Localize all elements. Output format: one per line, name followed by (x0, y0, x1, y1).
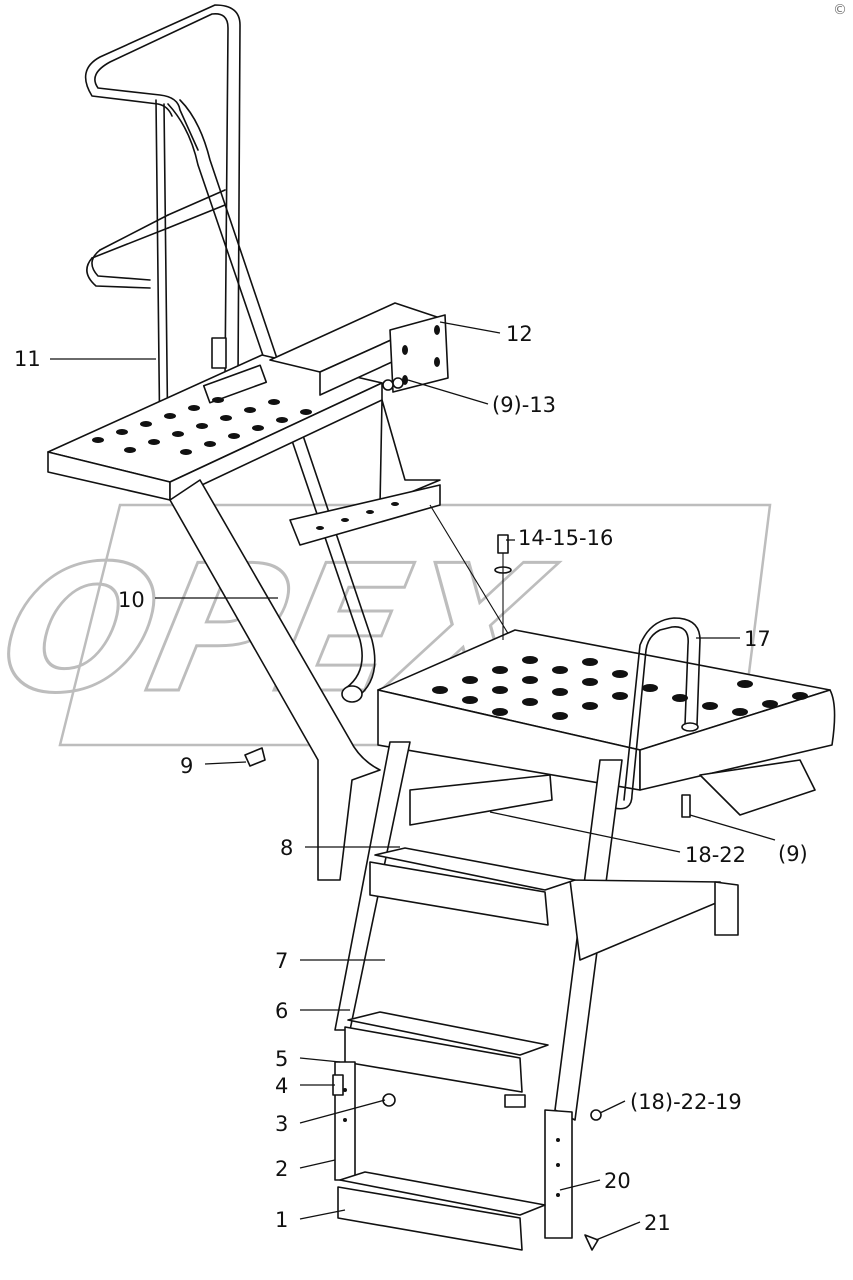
callout-labels: 11 12 (9)-13 14-15-16 10 17 9 8 18-22 (9… (14, 322, 808, 1235)
lower-platform (377, 534, 836, 816)
ladder-assembly (244, 741, 739, 1251)
callout-2: 2 (275, 1157, 288, 1181)
callout-18-22: 18-22 (685, 843, 746, 867)
platform-holes-upper (92, 397, 312, 455)
callout-20: 20 (604, 1169, 631, 1193)
callout-6: 6 (275, 999, 288, 1023)
callout-18-22-19: (18)-22-19 (630, 1090, 742, 1114)
callout-9-13: (9)-13 (492, 393, 556, 417)
callout-11: 11 (14, 347, 41, 371)
callout-10: 10 (118, 588, 145, 612)
callout-5: 5 (275, 1047, 288, 1071)
callout-4: 4 (275, 1074, 288, 1098)
callout-7: 7 (275, 949, 288, 973)
callout-leaders (50, 321, 776, 1241)
callout-9-left: 9 (180, 754, 193, 778)
callout-12: 12 (506, 322, 533, 346)
bracket-12 (269, 302, 449, 396)
stringer-10 (169, 399, 513, 881)
upper-platform (47, 354, 383, 501)
corner-mark: © (833, 2, 847, 18)
callout-9-right: (9) (778, 842, 808, 866)
callout-21: 21 (644, 1211, 671, 1235)
handrail-11 (84, 4, 376, 703)
callout-14-15-16: 14-15-16 (518, 526, 613, 550)
callout-17: 17 (744, 627, 771, 651)
callout-1: 1 (275, 1208, 288, 1232)
callout-3: 3 (275, 1112, 288, 1136)
callout-8: 8 (280, 836, 293, 860)
platform-holes-lower (432, 656, 808, 720)
